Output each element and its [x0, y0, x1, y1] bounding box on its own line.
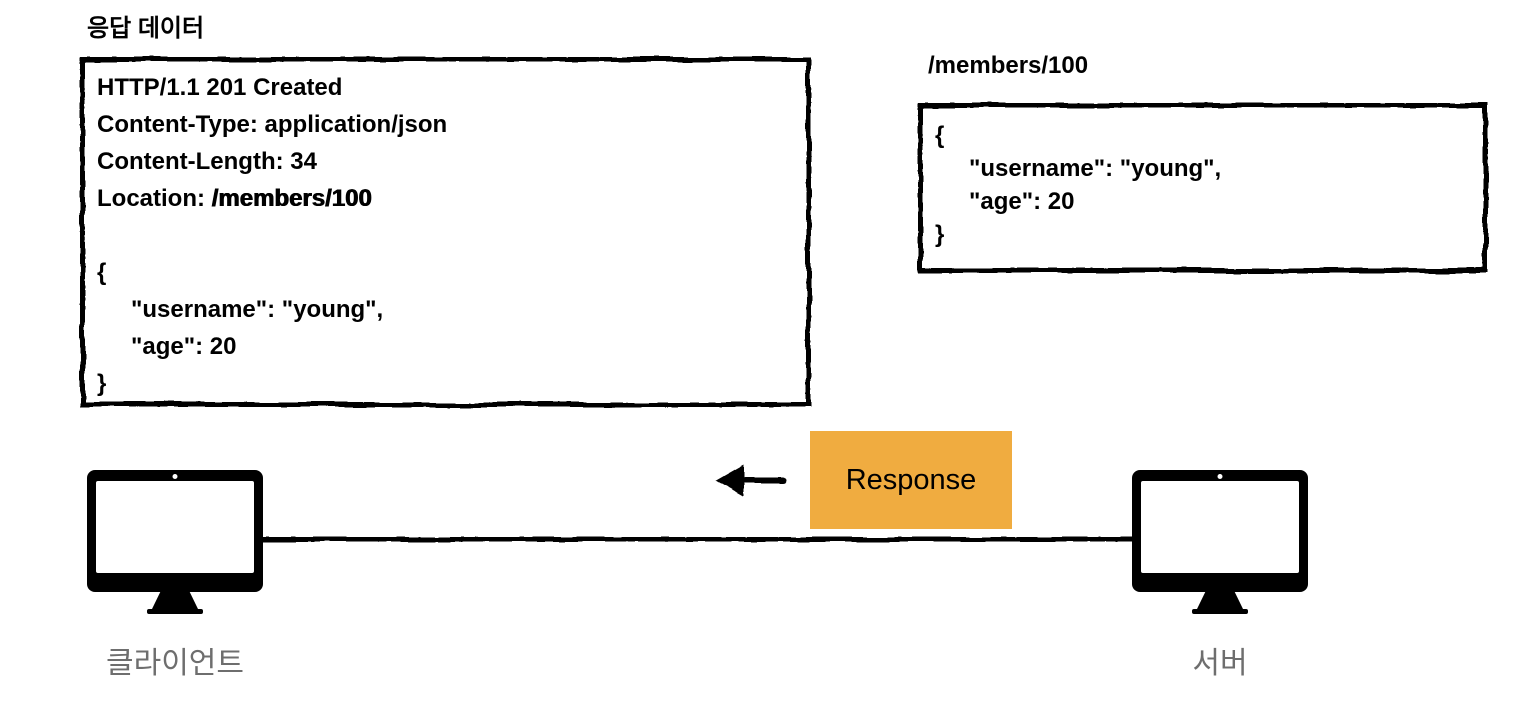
response-data-content: HTTP/1.1 201 Created Content-Type: appli…: [85, 62, 806, 402]
client-computer-icon: [87, 470, 263, 614]
resource-uri-title: /members/100: [928, 52, 1089, 79]
camera-dot: [1217, 474, 1223, 479]
json-username-line: "username": "young",: [969, 155, 1222, 182]
client-label: 클라이언트: [106, 647, 244, 680]
location-label: Location:: [97, 185, 212, 212]
http-status-line: HTTP/1.1 201 Created: [97, 74, 343, 101]
location-value: /members/100: [211, 185, 372, 212]
monitor-screen: [96, 481, 254, 573]
json-open-brace: {: [935, 122, 945, 149]
response-badge: Response: [810, 431, 1012, 529]
json-age-line: "age": 20: [969, 188, 1075, 215]
monitor-frame: [87, 470, 263, 592]
header-content-type: Content-Type: application/json: [97, 111, 448, 138]
response-data-box: HTTP/1.1 201 Created Content-Type: appli…: [80, 57, 811, 407]
json-close-brace: }: [935, 221, 945, 248]
monitor-frame: [1132, 470, 1308, 592]
monitor-base: [147, 609, 203, 614]
sketch-border: [918, 103, 1488, 273]
monitor-base: [1192, 609, 1248, 614]
response-badge-label: Response: [845, 463, 977, 496]
server-computer-icon: [1132, 470, 1308, 614]
json-close-brace: }: [97, 370, 107, 397]
arrow-left-icon: [716, 464, 786, 496]
sketch-border: [80, 57, 811, 407]
server-label: 서버: [1192, 647, 1248, 680]
json-age-line: "age": 20: [131, 333, 237, 360]
resource-box: { "username": "young", "age": 20 }: [918, 103, 1488, 273]
json-open-brace: {: [97, 259, 107, 286]
monitor-stand: [1197, 592, 1243, 609]
resource-content: { "username": "young", "age": 20 }: [923, 108, 1483, 268]
camera-dot: [172, 474, 178, 479]
monitor-screen: [1141, 481, 1299, 573]
json-username-line: "username": "young",: [131, 296, 384, 323]
connection-line: [259, 537, 1137, 542]
response-data-title: 응답 데이터: [87, 15, 205, 42]
header-location: Location: /members/100: [97, 180, 794, 217]
header-content-length: Content-Length: 34: [97, 148, 317, 175]
blank-line: [97, 217, 794, 254]
monitor-stand: [152, 592, 198, 609]
